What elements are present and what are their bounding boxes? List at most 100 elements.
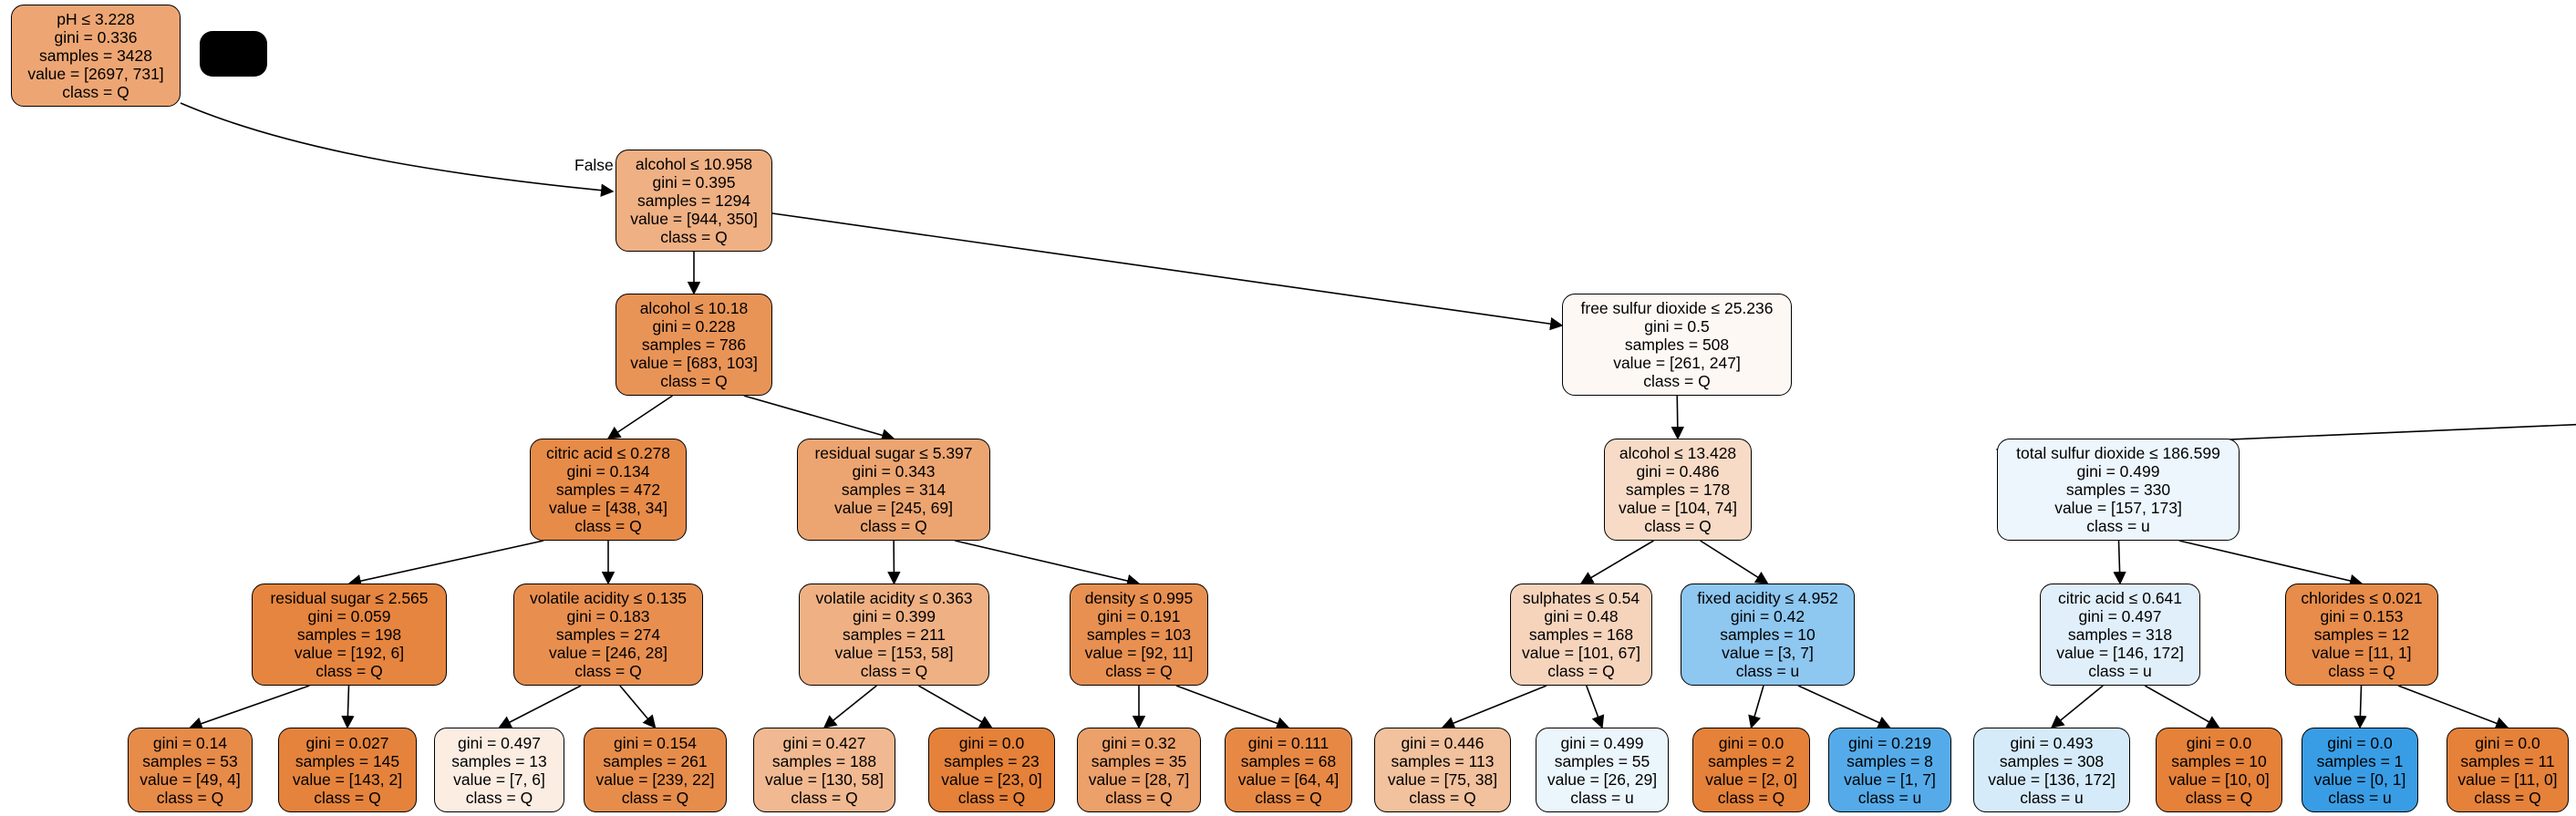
node-line: samples = 261: [603, 751, 708, 770]
node-line: samples = 53: [142, 751, 238, 770]
node-line: class = Q: [621, 788, 689, 807]
node-line: residual sugar ≤ 2.565: [270, 589, 429, 607]
node-line: value = [136, 172]: [1988, 770, 2116, 789]
edge-n5-n11: [955, 540, 1141, 588]
redaction-box: [200, 31, 267, 77]
edge-n2-n5: [743, 395, 895, 442]
node-line: value = [438, 34]: [549, 499, 667, 517]
node-line: volatile acidity ≤ 0.363: [815, 589, 973, 607]
node-line: class = Q: [660, 228, 728, 246]
node-line: gini = 0.191: [1097, 607, 1181, 625]
node-line: chlorides ≤ 0.021: [2301, 589, 2423, 607]
node-line: class = Q: [791, 788, 858, 807]
node-line: class = u: [2088, 662, 2152, 680]
node-line: class = Q: [860, 662, 928, 680]
node-line: gini = 0.228: [652, 317, 736, 336]
node-line: class = Q: [156, 788, 224, 807]
node-line: value = [75, 38]: [1387, 770, 1498, 789]
edge-n6-n13: [1700, 540, 1769, 584]
node-line: class = Q: [1644, 517, 1712, 535]
node-line: gini = 0.219: [1848, 733, 1931, 752]
edge-n8-l1: [189, 685, 310, 730]
edge-n7-n14: [2113, 540, 2126, 585]
node-line: samples = 314: [841, 480, 947, 499]
node-line: samples = 10: [2171, 751, 2267, 770]
node-line: value = [11, 1]: [2312, 644, 2412, 662]
node-line: gini = 0.343: [852, 462, 936, 480]
node-line: residual sugar ≤ 5.397: [814, 444, 973, 462]
node-line: value = [64, 4]: [1237, 770, 1340, 789]
node-line: value = [101, 67]: [1522, 644, 1640, 662]
node-line: gini = 0.111: [1247, 733, 1329, 752]
node-line: gini = 0.42: [1730, 607, 1805, 625]
node-line: class = Q: [1255, 788, 1322, 807]
edge-n1-n3: [771, 212, 1564, 331]
node-line: class = Q: [1105, 662, 1173, 680]
edge-n3-n6: [1671, 395, 1684, 440]
node-line: gini = 0.486: [1636, 462, 1720, 480]
node-line: value = [10, 0]: [2168, 770, 2270, 789]
node-line: samples = 55: [1554, 751, 1650, 770]
node-line: class = Q: [2185, 788, 2253, 807]
node-line: value = [1, 7]: [1844, 770, 1936, 789]
node-line: class = Q: [2474, 788, 2541, 807]
node-line: citric acid ≤ 0.278: [545, 444, 671, 462]
edge-n12-l10: [1586, 685, 1605, 729]
edge-n13-l11: [1748, 685, 1764, 729]
node-line: gini = 0.427: [782, 733, 866, 752]
node-line: value = [104, 74]: [1619, 499, 1737, 517]
node-line: gini = 0.0: [2327, 733, 2393, 752]
node-line: pH ≤ 3.228: [57, 10, 135, 28]
node-line: gini = 0.0: [1718, 733, 1785, 752]
node-line: samples = 168: [1528, 625, 1634, 644]
node-line: value = [192, 6]: [294, 644, 405, 662]
node-line: class = u: [1857, 788, 1922, 807]
node-line: gini = 0.32: [1102, 733, 1176, 752]
edge-n11-l8: [1175, 685, 1290, 730]
edge-n9-l4: [619, 685, 657, 729]
node-line: class = u: [2086, 517, 2150, 535]
edge-n3-n7: [1995, 423, 2576, 456]
edge-n7-n15: [2178, 540, 2364, 588]
node-line: class = u: [1570, 788, 1634, 807]
node-line: samples = 11: [2460, 751, 2555, 770]
node-line: value = [26, 29]: [1547, 770, 1658, 789]
node-line: samples = 35: [1091, 751, 1187, 770]
node-line: gini = 0.446: [1401, 733, 1485, 752]
node-line: value = [28, 7]: [1088, 770, 1190, 789]
node-line: samples = 1: [2316, 751, 2404, 770]
node-line: samples = 103: [1086, 625, 1192, 644]
node-line: class = u: [2020, 788, 2084, 807]
node-line: class = Q: [860, 517, 927, 535]
node-line: gini = 0.0: [2186, 733, 2252, 752]
node-line: total sulfur dioxide ≤ 186.599: [2016, 444, 2220, 462]
node-line: samples = 211: [842, 625, 946, 644]
node-line: samples = 198: [296, 625, 402, 644]
node-line: value = [246, 28]: [549, 644, 667, 662]
node-line: class = Q: [574, 662, 642, 680]
node-line: value = [23, 0]: [941, 770, 1042, 789]
node-line: samples = 472: [555, 480, 661, 499]
node-line: samples = 8: [1847, 751, 1933, 770]
edge-n2-n4: [606, 395, 673, 439]
node-line: free sulfur dioxide ≤ 25.236: [1580, 299, 1774, 317]
node-line: class = Q: [62, 83, 129, 101]
node-line: value = [11, 0]: [2457, 770, 2558, 789]
node-line: class = u: [1735, 662, 1800, 680]
edge-n9-l3: [498, 685, 582, 728]
